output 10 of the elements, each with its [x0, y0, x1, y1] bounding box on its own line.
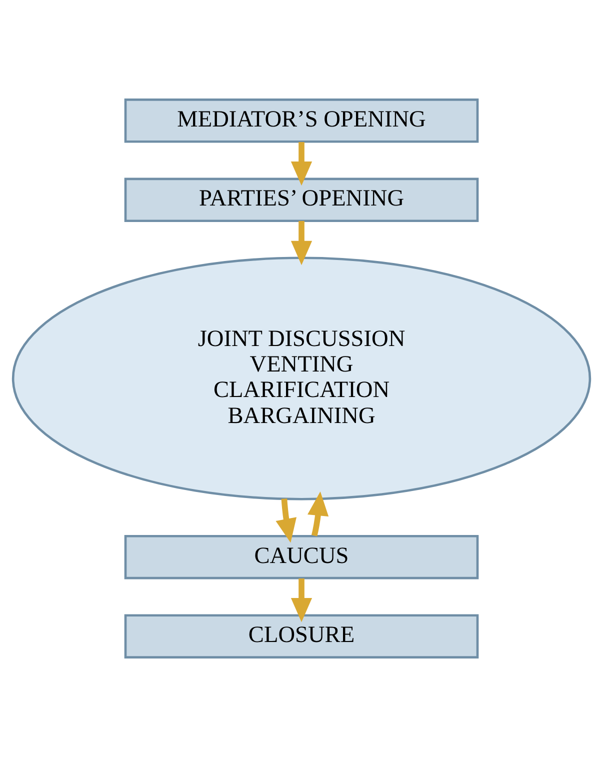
arrow [290, 578, 312, 622]
arrow [276, 498, 297, 543]
arrow [308, 491, 329, 536]
node-ellipse: JOINT DISCUSSION VENTING CLARIFICATION BARGAINING [12, 256, 592, 500]
arrow [290, 142, 312, 186]
node-box: PARTIES’ OPENING [124, 178, 479, 222]
arrow [290, 220, 312, 266]
node-box: CAUCUS [124, 534, 479, 580]
node-box: CLOSURE [124, 614, 479, 658]
node-box: MEDIATOR’S OPENING [124, 98, 479, 143]
